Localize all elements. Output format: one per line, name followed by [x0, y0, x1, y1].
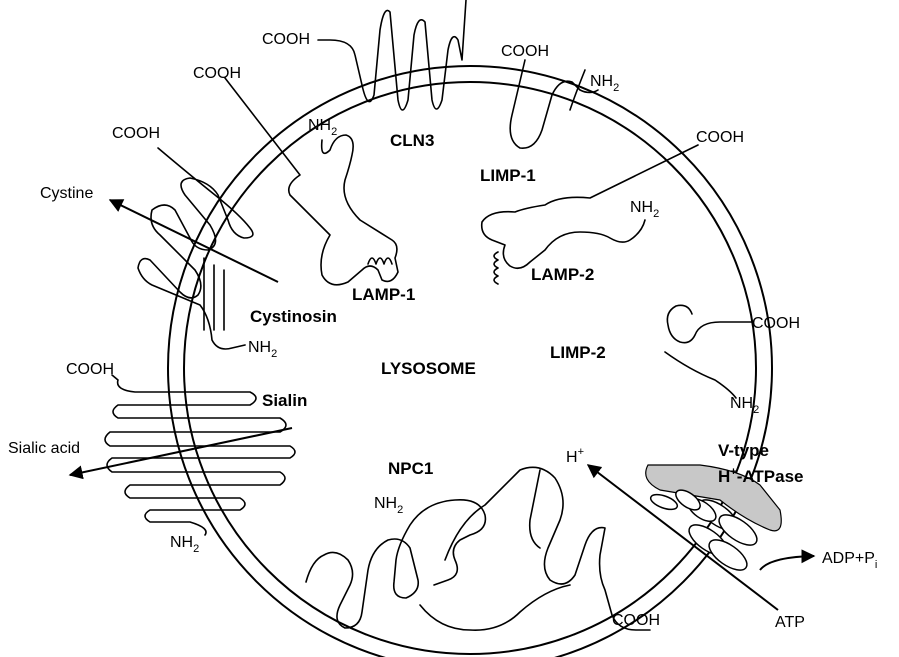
- limp2-protein: [665, 305, 752, 398]
- lamp2-cooh-label: COOH: [696, 129, 744, 146]
- lamp1-nh2-label: NH2: [308, 117, 337, 138]
- npc1-protein: [306, 467, 650, 630]
- adp-pi-label: ADP+Pi: [822, 550, 877, 571]
- proton-label: H+: [566, 446, 584, 466]
- cystine-label: Cystine: [40, 185, 93, 202]
- cln3-cooh-label: COOH: [262, 31, 310, 48]
- cystinosin-cooh-label: COOH: [112, 125, 160, 142]
- sialin-cooh-label: COOH: [66, 361, 114, 378]
- sialic-acid-label: Sialic acid: [8, 440, 80, 457]
- cystinosin-nh2-label: NH2: [248, 339, 277, 360]
- atp-label: ATP: [775, 614, 805, 631]
- limp1-nh2-label: NH2: [590, 73, 619, 94]
- lysosome-label: LYSOSOME: [381, 359, 476, 378]
- limp2-cooh-label: COOH: [752, 315, 800, 332]
- lamp2-name-label: LAMP-2: [531, 265, 594, 284]
- cln3-name-label: CLN3: [390, 131, 434, 150]
- cystinosin-name-label: Cystinosin: [250, 307, 337, 326]
- limp1-protein: [510, 60, 598, 148]
- atp-hydrolysis-arrow: [760, 556, 814, 570]
- lamp1-protein: [225, 78, 398, 285]
- npc1-cooh-label: COOH: [612, 612, 660, 629]
- npc1-nh2-label: NH2: [374, 495, 403, 516]
- sialin-name-label: Sialin: [262, 391, 307, 410]
- limp2-name-label: LIMP-2: [550, 343, 606, 362]
- lamp1-name-label: LAMP-1: [352, 285, 415, 304]
- limp1-name-label: LIMP-1: [480, 166, 536, 185]
- sialic-acid-transport-arrow: [70, 428, 292, 475]
- limp1-cooh-label: COOH: [501, 43, 549, 60]
- lamp1-cooh-label: COOH: [193, 65, 241, 82]
- npc1-name-label: NPC1: [388, 459, 433, 478]
- lamp2-nh2-label: NH2: [630, 199, 659, 220]
- sialin-nh2-label: NH2: [170, 534, 199, 555]
- vatpase-name-line1: V-type: [718, 441, 769, 460]
